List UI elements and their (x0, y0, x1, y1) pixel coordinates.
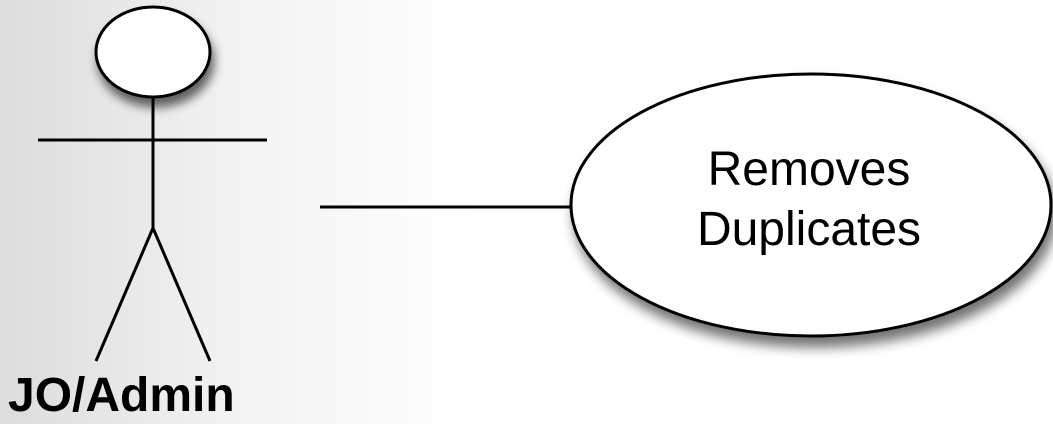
actor-figure (38, 5, 267, 362)
actor-label: JO/Admin (8, 369, 235, 422)
use-case-ellipse (569, 72, 1053, 338)
actor-right-leg (151, 227, 212, 362)
use-case-label: Removes Duplicates (584, 140, 1034, 260)
actor-head (94, 5, 212, 99)
actor-left-leg (94, 227, 155, 362)
use-case-label-line1: Removes (707, 143, 911, 196)
use-case-label-line2: Duplicates (696, 203, 922, 256)
